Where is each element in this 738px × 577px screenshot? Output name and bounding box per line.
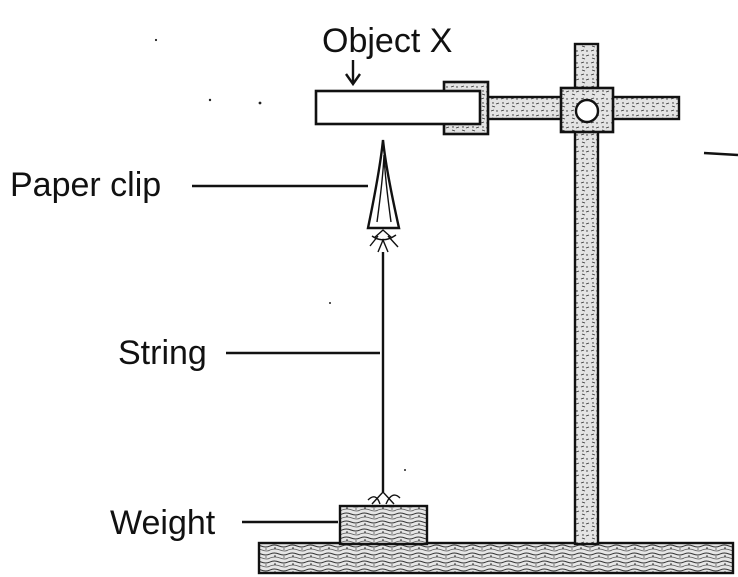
stand-rod <box>573 42 600 546</box>
lower-knot-icon <box>367 490 401 505</box>
edge-mark <box>703 151 738 157</box>
paper-clip <box>366 139 401 230</box>
weight-label: Weight <box>110 504 216 542</box>
scan-specks <box>154 38 406 471</box>
object-x-arrow-icon <box>345 60 361 87</box>
string-label: String <box>118 334 207 372</box>
object-x-label: Object X <box>322 22 452 60</box>
boss-head <box>559 86 615 134</box>
stand-base <box>257 541 735 575</box>
paper-clip-label: Paper clip <box>10 166 161 204</box>
object-x <box>314 89 482 126</box>
upper-knot-icon <box>369 229 399 253</box>
boss-screw <box>574 98 600 124</box>
weight-block <box>338 504 429 546</box>
